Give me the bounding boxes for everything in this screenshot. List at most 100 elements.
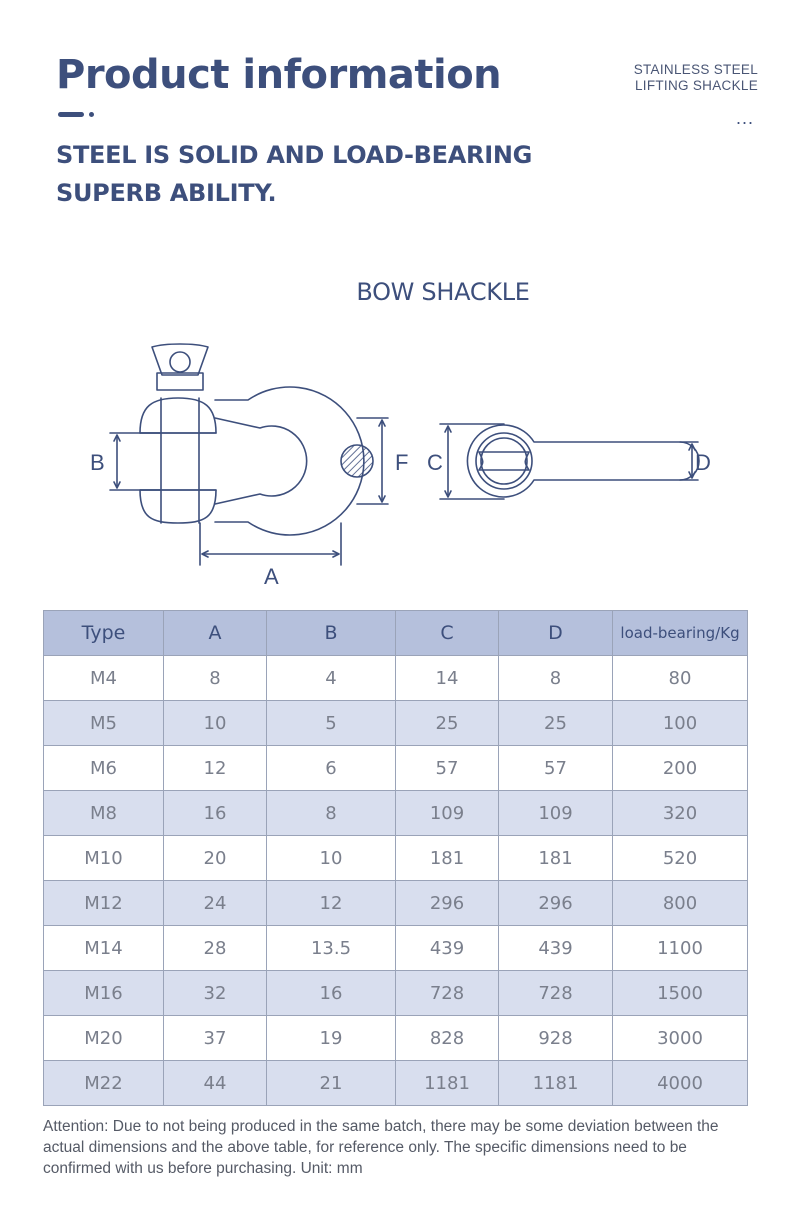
cell-load: 4000 xyxy=(612,1060,748,1106)
cell-load: 1500 xyxy=(612,970,748,1016)
cell-load: 320 xyxy=(612,790,748,836)
cell-a: 37 xyxy=(163,1015,267,1061)
table-row: M20 37 19 828 928 3000 xyxy=(43,1015,748,1061)
col-header-type: Type xyxy=(43,610,164,656)
cell-a: 8 xyxy=(163,655,267,701)
cell-load: 100 xyxy=(612,700,748,746)
underline-dot xyxy=(89,112,94,117)
cell-type: M5 xyxy=(43,700,164,746)
cell-type: M4 xyxy=(43,655,164,701)
cell-b: 21 xyxy=(266,1060,396,1106)
table-row: M4 8 4 14 8 80 xyxy=(43,655,748,701)
front-view-ring xyxy=(475,432,533,490)
cell-c: 728 xyxy=(395,970,499,1016)
cell-b: 6 xyxy=(266,745,396,791)
dim-label-d: D xyxy=(695,450,711,475)
shackle-drawing: B F C D A xyxy=(90,343,711,589)
cell-type: M14 xyxy=(43,925,164,971)
table-row: M10 20 10 181 181 520 xyxy=(43,835,748,881)
cell-b: 19 xyxy=(266,1015,396,1061)
cell-d: 1181 xyxy=(498,1060,613,1106)
dim-label-c: C xyxy=(427,450,443,475)
diagram-title: BOW SHACKLE xyxy=(356,278,530,306)
title-underline-decoration xyxy=(58,112,98,117)
tagline-line-2: LIFTING SHACKLE xyxy=(634,78,758,93)
cell-type: M6 xyxy=(43,745,164,791)
col-header-b: B xyxy=(266,610,396,656)
cell-load: 1100 xyxy=(612,925,748,971)
cell-d: 57 xyxy=(498,745,613,791)
cell-b: 8 xyxy=(266,790,396,836)
cell-load: 200 xyxy=(612,745,748,791)
cell-d: 439 xyxy=(498,925,613,971)
cell-b: 4 xyxy=(266,655,396,701)
col-header-c: C xyxy=(395,610,499,656)
cell-type: M20 xyxy=(43,1015,164,1061)
pin-head xyxy=(151,343,209,376)
cell-c: 296 xyxy=(395,880,499,926)
tagline-line-1: STAINLESS STEEL xyxy=(633,62,758,77)
cell-type: M10 xyxy=(43,835,164,881)
cell-a: 32 xyxy=(163,970,267,1016)
cell-c: 109 xyxy=(395,790,499,836)
cell-d: 296 xyxy=(498,880,613,926)
page-title: Product information xyxy=(56,52,502,98)
col-header-load-bearing: load-bearing/Kg xyxy=(612,610,748,656)
table-row: M6 12 6 57 57 200 xyxy=(43,745,748,791)
dim-label-a: A xyxy=(264,564,279,589)
cell-b: 16 xyxy=(266,970,396,1016)
cell-c: 57 xyxy=(395,745,499,791)
cell-d: 25 xyxy=(498,700,613,746)
section-hatch xyxy=(340,444,374,478)
cell-load: 3000 xyxy=(612,1015,748,1061)
product-tagline: STAINLESS STEEL LIFTING SHACKLE xyxy=(634,62,758,94)
table-row: M12 24 12 296 296 800 xyxy=(43,880,748,926)
cell-a: 20 xyxy=(163,835,267,881)
cell-b: 13.5 xyxy=(266,925,396,971)
table-row: M22 44 21 1181 1181 4000 xyxy=(43,1060,748,1106)
cell-load: 800 xyxy=(612,880,748,926)
cell-a: 28 xyxy=(163,925,267,971)
specification-table: Type A B C D load-bearing/Kg M4 8 4 14 8… xyxy=(43,610,748,1106)
cell-d: 728 xyxy=(498,970,613,1016)
cell-c: 439 xyxy=(395,925,499,971)
cell-b: 10 xyxy=(266,835,396,881)
table-row: M5 10 5 25 25 100 xyxy=(43,700,748,746)
cell-a: 10 xyxy=(163,700,267,746)
table-row: M16 32 16 728 728 1500 xyxy=(43,970,748,1016)
pin-collar xyxy=(156,372,204,391)
table-row: M8 16 8 109 109 320 xyxy=(43,790,748,836)
cell-d: 928 xyxy=(498,1015,613,1061)
col-header-a: A xyxy=(163,610,267,656)
lower-ear xyxy=(139,489,217,524)
cell-b: 5 xyxy=(266,700,396,746)
cell-d: 109 xyxy=(498,790,613,836)
front-view-slot xyxy=(478,451,530,471)
cell-d: 8 xyxy=(498,655,613,701)
cell-a: 12 xyxy=(163,745,267,791)
cell-c: 181 xyxy=(395,835,499,881)
subtitle-line-1: STEEL IS SOLID AND LOAD-BEARING xyxy=(56,141,533,169)
cell-c: 1181 xyxy=(395,1060,499,1106)
table-header-row: Type A B C D load-bearing/Kg xyxy=(43,610,748,656)
pin-eye xyxy=(169,351,191,373)
table-row: M14 28 13.5 439 439 1100 xyxy=(43,925,748,971)
cell-b: 12 xyxy=(266,880,396,926)
bow-inner-outline xyxy=(214,417,308,505)
cell-c: 828 xyxy=(395,1015,499,1061)
subtitle-line-2: SUPERB ABILITY. xyxy=(56,179,277,207)
cell-a: 44 xyxy=(163,1060,267,1106)
cell-type: M12 xyxy=(43,880,164,926)
cell-type: M16 xyxy=(43,970,164,1016)
dim-label-f: F xyxy=(395,450,408,475)
cell-d: 181 xyxy=(498,835,613,881)
cell-type: M22 xyxy=(43,1060,164,1106)
cell-load: 520 xyxy=(612,835,748,881)
front-view-body xyxy=(466,424,700,498)
subtitle: STEEL IS SOLID AND LOAD-BEARING SUPERB A… xyxy=(56,136,532,212)
cell-c: 14 xyxy=(395,655,499,701)
cell-c: 25 xyxy=(395,700,499,746)
attention-note: Attention: Due to not being produced in … xyxy=(43,1118,719,1177)
dim-label-b: B xyxy=(90,450,105,475)
bow-shackle-diagram: B F C D A xyxy=(0,320,790,600)
